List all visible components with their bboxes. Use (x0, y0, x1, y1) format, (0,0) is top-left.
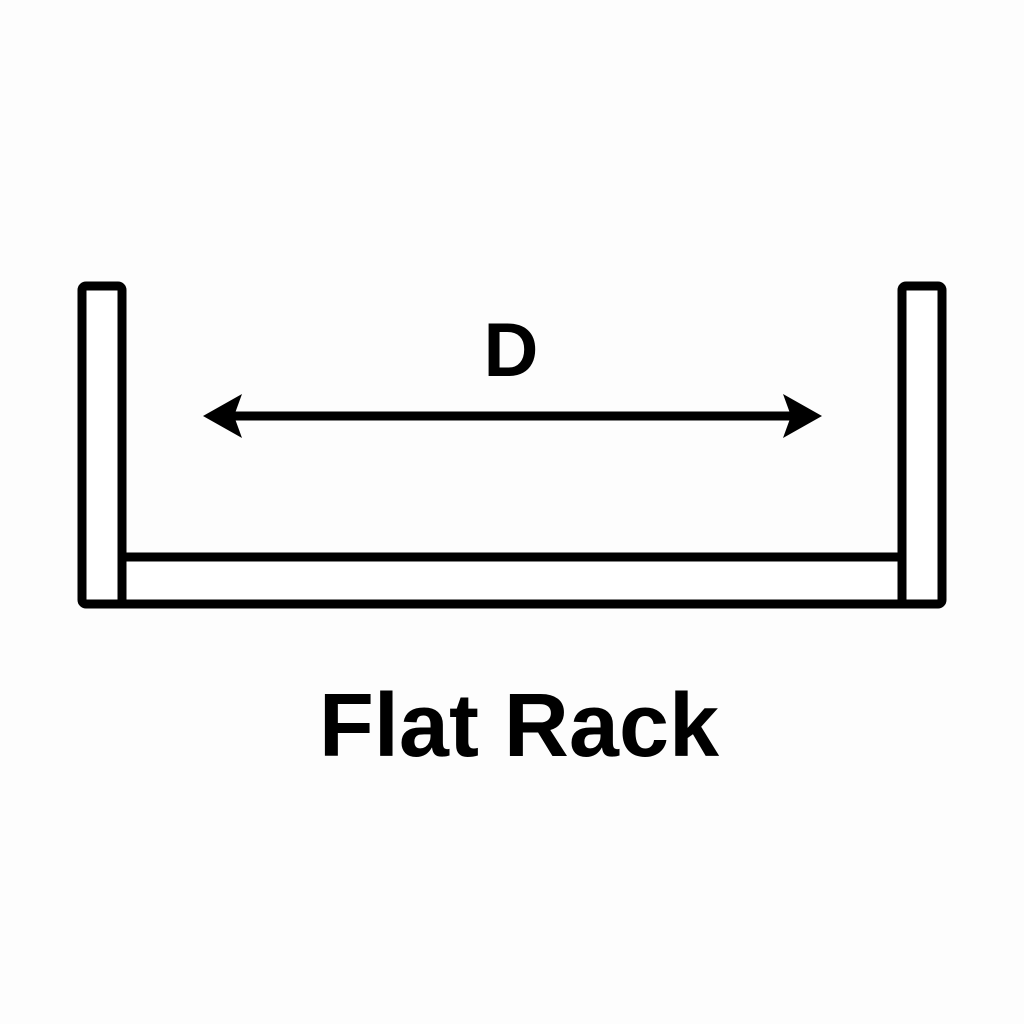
dimension-arrow (203, 394, 822, 438)
arrowhead-left (203, 394, 242, 438)
left-end-wall (77, 281, 127, 609)
dimension-label: D (484, 308, 539, 393)
arrowhead-right (783, 394, 822, 438)
right-end-wall (897, 281, 947, 609)
diagram-caption: Flat Rack (319, 676, 720, 776)
rack-base (79, 552, 945, 609)
